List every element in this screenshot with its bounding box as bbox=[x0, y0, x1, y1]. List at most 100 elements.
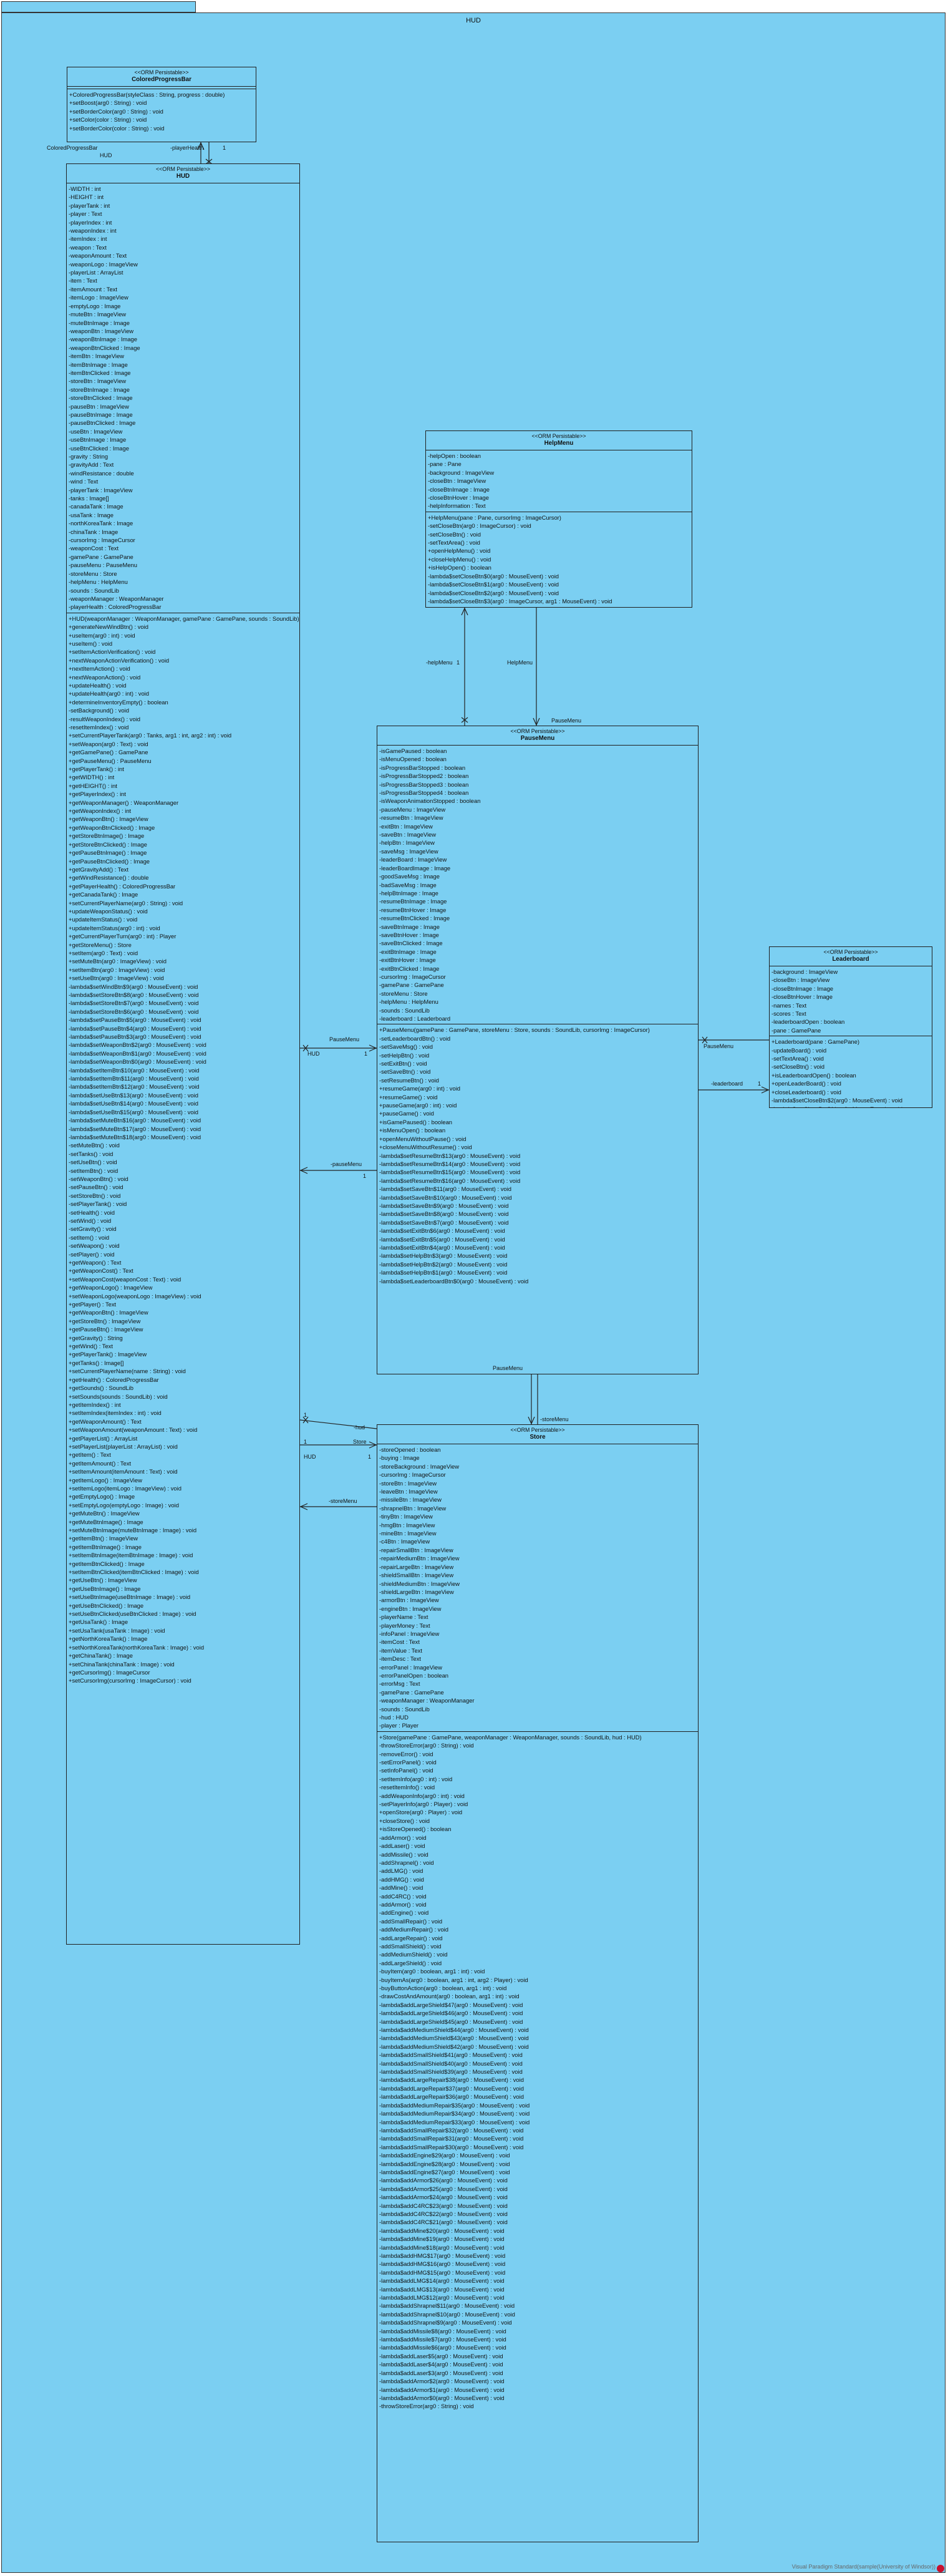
operation-item: +updateWeaponStatus() : void bbox=[69, 907, 148, 915]
attribute-item: -muteBtn : ImageView bbox=[69, 311, 127, 318]
operation-item: -setPlayer() : void bbox=[69, 1250, 115, 1258]
attribute-item: -repairMediumBtn : ImageView bbox=[379, 1555, 460, 1562]
operations-section: +Store(gamePane : GamePane, weaponManage… bbox=[377, 1732, 698, 2412]
operation-item: +setItemActionVerification() : void bbox=[69, 648, 156, 656]
operation-item: +setItemAmount(itemAmount : Text) : void bbox=[69, 1468, 178, 1475]
operation-item: +getWeaponAmount() : Text bbox=[69, 1417, 142, 1425]
stereotype: <<ORM Persistable>> bbox=[134, 69, 189, 75]
class-store[interactable]: <<ORM Persistable>> Store -storeOpened :… bbox=[377, 1424, 699, 2542]
label-pause-menu-role: -pauseMenu bbox=[331, 1161, 362, 1167]
attribute-item: -isProgressBarStopped2 : boolean bbox=[379, 772, 469, 780]
operation-item: +HelpMenu(pane : Pane, cursorImg : Image… bbox=[428, 513, 561, 521]
attribute-item: -buying : Image bbox=[379, 1454, 420, 1462]
attribute-item: -playerTank : ImageView bbox=[69, 486, 133, 493]
arrowhead-pause-from-hud bbox=[369, 1044, 377, 1052]
operation-item: -lambda$addMine$19(arg0 : MouseEvent) : … bbox=[379, 2235, 505, 2243]
operation-item: +getUseBtnImage() : Image bbox=[69, 1585, 141, 1592]
operation-item: -buyItem(arg0 : boolean, arg1 : int) : v… bbox=[379, 1968, 485, 1975]
attribute-item: -saveBtnClicked : Image bbox=[379, 940, 443, 947]
class-hud[interactable]: <<ORM Persistable>> HUD -WIDTH : int-HEI… bbox=[66, 163, 300, 1945]
class-pause-menu[interactable]: <<ORM Persistable>> PauseMenu -isGamePau… bbox=[377, 726, 699, 1374]
attribute-item: -gravityAdd : Text bbox=[69, 461, 114, 469]
operation-item: +getWeaponCost() : Text bbox=[69, 1267, 133, 1275]
attribute-item: -isProgressBarStopped3 : boolean bbox=[379, 780, 469, 788]
operation-item: -lambda$addEngine$29(arg0 : MouseEvent) … bbox=[379, 2152, 510, 2159]
attribute-item: -closeBtnHover : Image bbox=[428, 494, 489, 502]
operation-item: +setWeaponAmount(weaponAmount : Text) : … bbox=[69, 1426, 198, 1434]
operation-item: -lambda$addLMG$13(arg0 : MouseEvent) : v… bbox=[379, 2285, 505, 2293]
attribute-item: -pauseMenu : ImageView bbox=[379, 805, 446, 813]
operation-item: +getGravity() : String bbox=[69, 1334, 123, 1341]
attribute-item: -storeMenu : Store bbox=[69, 570, 117, 577]
class-leaderboard[interactable]: <<ORM Persistable>> Leaderboard -backgro… bbox=[769, 946, 932, 1108]
attribute-item: -armorBtn : ImageView bbox=[379, 1597, 439, 1604]
operation-item: +getUseBtnClicked() : Image bbox=[69, 1601, 144, 1609]
attribute-item: -helpInformation : Text bbox=[428, 502, 486, 510]
operation-item: -lambda$addLargeRepair$38(arg0 : MouseEv… bbox=[379, 2076, 524, 2084]
operation-item: +getWeaponIndex() : int bbox=[69, 807, 132, 815]
attribute-item: -windResistance : double bbox=[69, 469, 134, 477]
operation-item: +HUD(weaponManager : WeaponManager, game… bbox=[69, 615, 299, 622]
operation-item: -addMine() : void bbox=[379, 1884, 423, 1892]
class-colored-progress-bar[interactable]: <<ORM Persistable>> ColoredProgressBar +… bbox=[67, 67, 256, 142]
operation-item: -lambda$setResumeBtn$13(arg0 : MouseEven… bbox=[379, 1152, 521, 1159]
attribute-item: -weaponAmount : Text bbox=[69, 252, 127, 260]
label-mult-store: 1 bbox=[368, 1454, 372, 1460]
class-help-menu[interactable]: <<ORM Persistable>> HelpMenu -helpOpen :… bbox=[425, 430, 692, 608]
label-pause-menu-end-hud: PauseMenu bbox=[329, 1036, 360, 1043]
operation-item: +getCanadaTank() : Image bbox=[69, 891, 138, 898]
operation-item: -lambda$addSmallShield$39(arg0 : MouseEv… bbox=[379, 2068, 523, 2076]
operation-item: +getEmptyLogo() : Image bbox=[69, 1493, 135, 1500]
operation-item: +getTanks() : Image[] bbox=[69, 1359, 124, 1366]
attribute-item: -sounds : SoundLib bbox=[379, 1705, 430, 1713]
attribute-item: -exitBtnHover : Image bbox=[379, 956, 436, 964]
operation-item: +getPlayerTank() : ImageView bbox=[69, 1351, 147, 1358]
operation-item: +getHEIGHT() : int bbox=[69, 782, 117, 789]
operation-item: -lambda$setExitBtn$5(arg0 : MouseEvent) … bbox=[379, 1235, 505, 1243]
attribute-item: -mineBtn : ImageView bbox=[379, 1530, 437, 1537]
operation-item: +getWind() : Text bbox=[69, 1343, 113, 1350]
operation-item: +updateItemStatus() : void bbox=[69, 916, 138, 923]
operation-item: +setCurrentPlayerName(arg0 : String) : v… bbox=[69, 899, 183, 906]
operation-item: -setResumeBtn() : void bbox=[379, 1076, 439, 1084]
attribute-item: -sounds : SoundLib bbox=[379, 1006, 430, 1014]
attribute-item: -playerList : ArrayList bbox=[69, 269, 123, 276]
operation-item: -lambda$setSaveBtn$11(arg0 : MouseEvent)… bbox=[379, 1185, 511, 1193]
operation-item: -lambda$addShrapnel$11(arg0 : MouseEvent… bbox=[379, 2302, 515, 2310]
attribute-item: -c4Btn : ImageView bbox=[379, 1538, 430, 1545]
attribute-item: -leaderBoard : ImageView bbox=[379, 856, 447, 863]
operation-item: -lambda$setSaveBtn$9(arg0 : MouseEvent) … bbox=[379, 1202, 509, 1209]
arrowhead-store-from-pause bbox=[528, 1416, 535, 1425]
operation-item: +PauseMenu(gamePane : GamePane, storeMen… bbox=[379, 1026, 650, 1034]
operation-item: -lambda$addLargeShield$46(arg0 : MouseEv… bbox=[379, 2010, 523, 2017]
operation-item: -lambda$setHelpBtn$2(arg0 : MouseEvent) … bbox=[379, 1260, 508, 1268]
operation-item: +getChinaTank() : Image bbox=[69, 1652, 133, 1660]
operation-item: -lambda$addLaser$3(arg0 : MouseEvent) : … bbox=[379, 2369, 503, 2376]
attribute-item: -engineBtn : ImageView bbox=[379, 1605, 442, 1612]
attribute-item: -isWeaponAnimationStopped : boolean bbox=[379, 797, 481, 805]
operation-item: -lambda$setCloseBtn$3(arg0 : ImageCursor… bbox=[428, 597, 612, 605]
operation-item: -resultWeaponIndex() : void bbox=[69, 715, 140, 722]
attribute-item: -gamePane : GamePane bbox=[69, 553, 133, 560]
attribute-item: -cursorImg : ImageCursor bbox=[69, 537, 135, 544]
label-colored-end: ColoredProgressBar bbox=[47, 145, 98, 151]
operation-item: +closeStore() : void bbox=[379, 1817, 430, 1824]
operation-item: -lambda$setStoreBtn$6(arg0 : MouseEvent)… bbox=[69, 1008, 199, 1015]
operation-item: -lambda$setResumeBtn$14(arg0 : MouseEven… bbox=[379, 1160, 521, 1167]
attribute-item: -helpMenu : HelpMenu bbox=[379, 998, 438, 1006]
operation-item: +Store(gamePane : GamePane, weaponManage… bbox=[379, 1733, 642, 1741]
operation-item: -addArmor() : void bbox=[379, 1834, 427, 1841]
operation-item: -lambda$addSmallRepair$32(arg0 : MouseEv… bbox=[379, 2126, 524, 2134]
operation-item: +getUsaTank() : Image bbox=[69, 1618, 128, 1626]
operation-item: -addC4RC() : void bbox=[379, 1892, 427, 1900]
attribute-item: -scores : Text bbox=[771, 1010, 806, 1018]
operation-item: +getPauseBtnClicked() : Image bbox=[69, 857, 150, 865]
operation-item: +getWeapon() : Text bbox=[69, 1259, 122, 1266]
operation-item: +getStoreBtn() : ImageView bbox=[69, 1317, 141, 1324]
operation-item: -lambda$setPauseBtn$5(arg0 : MouseEvent)… bbox=[69, 1016, 201, 1024]
operation-item: -setGravity() : void bbox=[69, 1225, 117, 1233]
attribute-item: -leaderBoardImage : Image bbox=[379, 864, 451, 872]
attribute-item: -itemDesc : Text bbox=[379, 1655, 422, 1663]
attribute-item: -storeBtnClicked : Image bbox=[69, 394, 133, 402]
operation-item: -lambda$addArmor$26(arg0 : MouseEvent) :… bbox=[379, 2177, 508, 2184]
